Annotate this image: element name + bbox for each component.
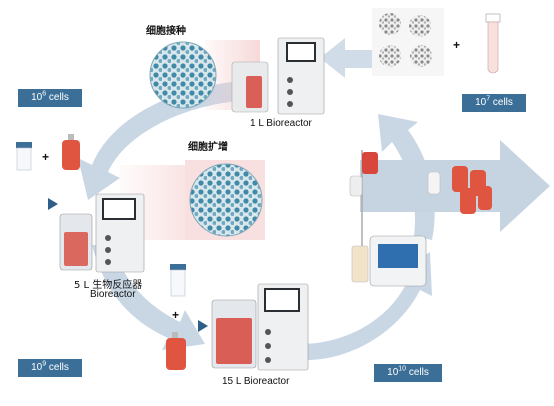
bioreactor-1l-device <box>231 37 325 115</box>
bag-cluster <box>427 166 492 214</box>
test-tube <box>485 13 501 74</box>
seeding-label: 细胞接种 <box>146 26 186 37</box>
expansion-sphere <box>185 160 265 240</box>
vial-left <box>16 142 32 171</box>
badge-1e7-cells: 107 cells <box>462 94 526 112</box>
plus-sign: + <box>453 38 461 52</box>
badge-1e9-cells: 109 cells <box>18 359 82 377</box>
bioreactor-5l-en-label: Bioreactor <box>90 289 136 300</box>
seed-clusters <box>372 8 444 76</box>
bag-bottom <box>166 332 186 370</box>
bag-left <box>62 134 80 170</box>
bioreactor-15l-device <box>198 283 309 371</box>
bioreactor-5l-cn-label: 5 L 生物反应器 <box>74 280 143 291</box>
plus-sign: + <box>42 150 50 164</box>
harvest-machine <box>349 150 427 287</box>
expansion-label: 细胞扩增 <box>188 142 228 153</box>
bioreactor-15l-label: 15 L Bioreactor <box>222 376 290 387</box>
plus-sign: + <box>172 308 180 322</box>
badge-1e6-cells: 106 cells <box>18 89 82 107</box>
seeding-sphere <box>149 41 217 109</box>
bioreactor-1l-label: 1 L Bioreactor <box>250 118 312 129</box>
badge-1e10-cells: 1010 cells <box>374 364 442 382</box>
vial-mid <box>170 264 186 297</box>
bioreactor-5l-device <box>48 193 145 273</box>
